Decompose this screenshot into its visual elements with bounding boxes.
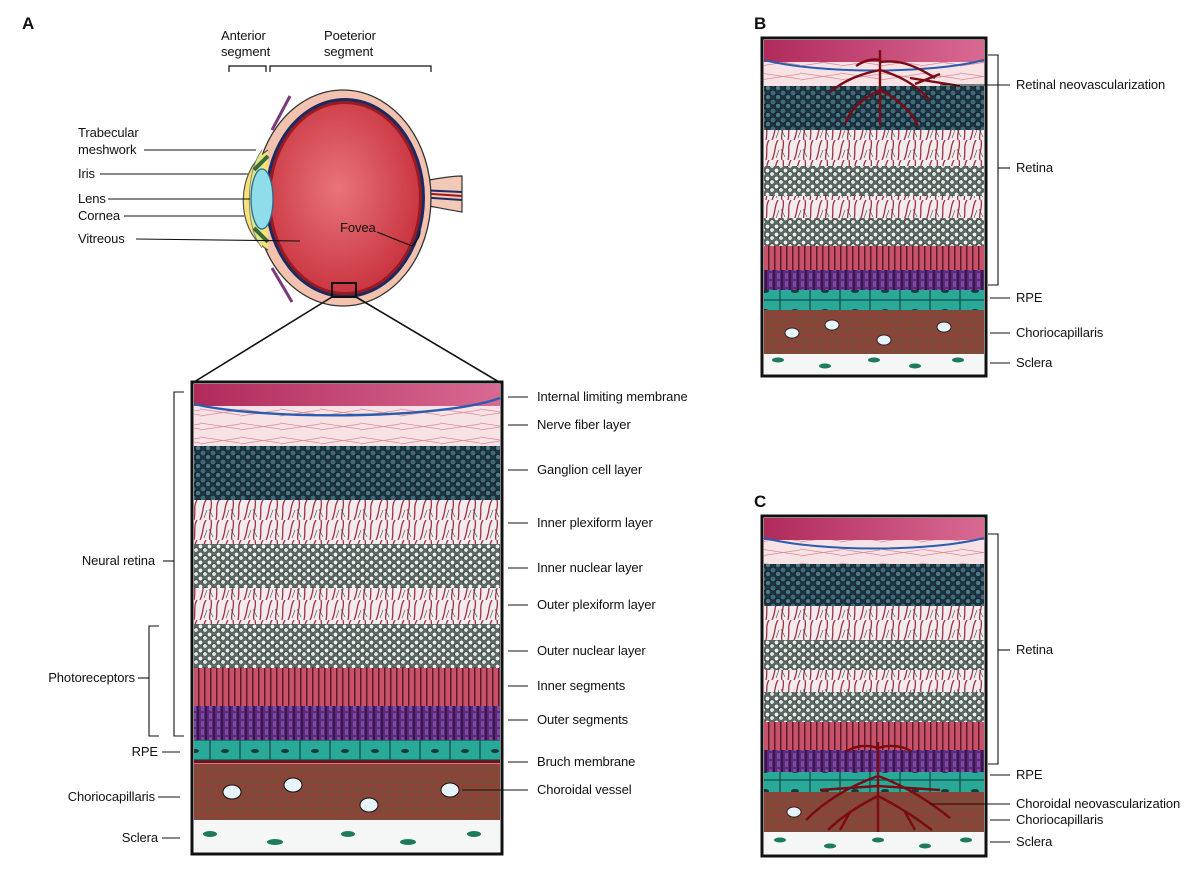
vitreous-label: Vitreous — [78, 231, 125, 246]
layer-label: Inner nuclear layer — [537, 560, 643, 575]
layer-label: Nerve fiber layer — [537, 417, 631, 432]
c-label-rpe: RPE — [1016, 767, 1043, 782]
b-label-retina: Retina — [1016, 160, 1053, 175]
posterior-label-line2: segment — [324, 44, 374, 59]
layer-label: Bruch membrane — [537, 754, 636, 769]
b-label-rpe: RPE — [1016, 290, 1043, 305]
layer-label: Outer segments — [537, 712, 629, 727]
layer-label: Inner plexiform layer — [537, 515, 653, 530]
c-label-retina: Retina — [1016, 642, 1053, 657]
c-label-choriocapillaris: Choriocapillaris — [1016, 812, 1104, 827]
anterior-label-line1: Anterior — [221, 28, 266, 43]
neural-retina-label: Neural retina — [81, 553, 155, 568]
layer-label: Choroidal vessel — [537, 782, 632, 797]
choriocapillaris-label-a: Choriocapillaris — [67, 789, 155, 804]
eye-leader-lines — [100, 149, 413, 247]
trabecular-label-line2: meshwork — [78, 142, 137, 157]
zoom-line-left — [193, 296, 333, 383]
panel-a-left-brackets — [138, 391, 184, 839]
panel-a-letter: A — [22, 14, 35, 33]
anterior-label-line2: segment — [221, 44, 271, 59]
retina-section-a — [190, 380, 504, 856]
anterior-bracket — [228, 65, 267, 72]
retina-section-c — [760, 514, 988, 858]
trabecular-label-line1: Trabecular — [78, 125, 139, 140]
cornea-label: Cornea — [78, 208, 121, 223]
posterior-bracket — [269, 65, 432, 72]
sclera-label-a: Sclera — [121, 830, 158, 845]
layer-label: Outer nuclear layer — [537, 643, 646, 658]
rpe-label-a: RPE — [131, 744, 159, 759]
panel-b-letter: B — [754, 14, 767, 33]
b-label-choriocapillaris: Choriocapillaris — [1016, 325, 1104, 340]
layer-label: Internal limiting membrane — [537, 389, 688, 404]
panel-a-right-leaders — [462, 396, 528, 791]
fovea-label: Fovea — [340, 220, 376, 235]
panel-b-leaders — [940, 54, 1010, 364]
layer-label: Ganglion cell layer — [537, 462, 643, 477]
c-label-choroidal-neovascularization: Choroidal neovascularization — [1016, 796, 1181, 811]
layer-label: Outer plexiform layer — [537, 597, 656, 612]
panel-c-leaders — [930, 533, 1010, 843]
c-label-sclera: Sclera — [1016, 834, 1053, 849]
panel-c-letter: C — [754, 492, 767, 511]
b-label-retinal-neovascularization: Retinal neovascularization — [1016, 77, 1166, 92]
zoom-line-right — [355, 296, 500, 383]
iris-label: Iris — [78, 166, 95, 181]
lens-label: Lens — [78, 191, 106, 206]
layer-label: Inner segments — [537, 678, 626, 693]
eye-illustration — [242, 89, 463, 307]
b-label-sclera: Sclera — [1016, 355, 1053, 370]
retina-section-b — [760, 36, 988, 378]
posterior-label-line1: Poeterior — [324, 28, 376, 43]
choroidal-neovascularization-vessels — [805, 742, 951, 832]
photoreceptors-label: Photoreceptors — [48, 670, 135, 685]
